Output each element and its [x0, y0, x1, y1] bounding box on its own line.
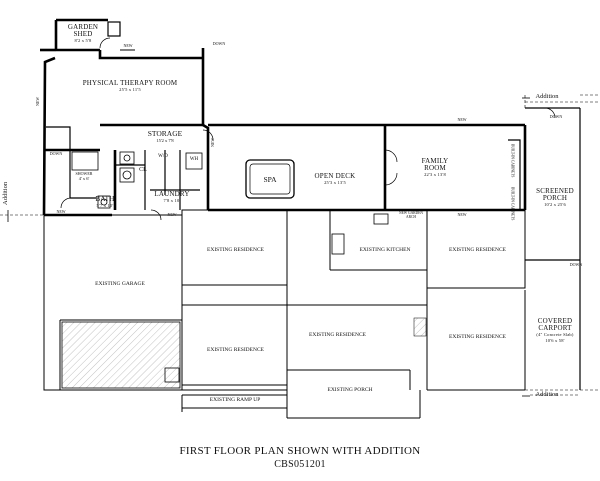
existing-kitchen-label: EXISTING KITCHEN [359, 247, 411, 253]
laundry-label: LAUNDRY 7'8 x 10' [154, 190, 190, 203]
built-in-cabinets-label-1: BUILT-IN CABINETS [510, 144, 515, 178]
new-window-label-1: NEW [123, 43, 133, 48]
addition-label-bottom: Addition [535, 391, 559, 398]
existing-residence-1-label: EXISTING RESIDENCE [207, 247, 264, 253]
addition-arrows [7, 97, 530, 397]
spa-label: SPA [263, 175, 277, 184]
existing-residence-4-label: EXISTING RESIDENCE [309, 332, 366, 338]
existing-ramp-label: EXISTING RAMP UP [209, 397, 261, 403]
new-window-label-6: NEW [35, 96, 40, 106]
new-window-label-7: NEW [210, 137, 215, 147]
down-label-2: DOWN [49, 151, 63, 156]
existing-residence-5-label: EXISTING RESIDENCE [449, 334, 506, 340]
existing-garage-label: EXISTING GARAGE [95, 281, 145, 287]
shower-label: SHOWER 4' x 6' [75, 171, 93, 181]
water-heater-label: WH [189, 157, 199, 162]
down-label-4: DOWN [569, 262, 583, 267]
storage-label: STORAGE 15'2 x 7'8 [147, 129, 183, 143]
addition-partitions [46, 21, 581, 390]
window-ticks [120, 49, 575, 211]
dashed-lines [0, 94, 600, 396]
new-window-label-3: NEW [457, 212, 467, 217]
existing-residence-3-label: EXISTING RESIDENCE [207, 347, 264, 353]
washer-dryer-label: W/D [158, 154, 168, 159]
garage-slab [61, 321, 181, 389]
physical-therapy-room-label: PHYSICAL THERAPY ROOM 25'5 x 11'5 [82, 79, 178, 92]
bath-label: BATH 5'7 x 10' [95, 195, 115, 208]
plan-title: FIRST FLOOR PLAN SHOWN WITH ADDITION [179, 445, 421, 457]
new-window-label-5: NEW [167, 212, 177, 217]
new-window-label-4: NEW [56, 209, 66, 214]
spa-tub [245, 159, 295, 199]
open-deck-label: OPEN DECK 25'3 x 13'5 [314, 172, 356, 185]
fixtures [71, 151, 389, 255]
existing-walls [43, 209, 526, 419]
existing-porch-label: EXISTING PORCH [327, 387, 373, 393]
new-garden-arch-label: NEW GARDEN ARCH [399, 211, 423, 219]
addition-label-top: Addition [535, 93, 559, 100]
down-label-1: DOWN [212, 41, 226, 46]
plan-number: CBS051201 [274, 459, 326, 470]
down-label-3: DOWN [549, 114, 563, 119]
door-swings [60, 37, 556, 221]
built-in-cabinets-label-2: BUILT-IN CABINETS [510, 187, 515, 221]
addition-label-left: Addition [2, 181, 9, 205]
new-window-label-2: NEW [457, 117, 467, 122]
addition-walls [40, 18, 527, 217]
existing-residence-2-label: EXISTING RESIDENCE [449, 247, 506, 253]
closet-label: CL [139, 167, 147, 173]
